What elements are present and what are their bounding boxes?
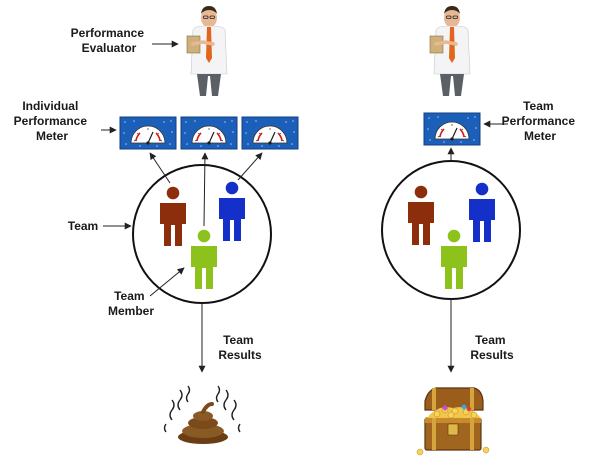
team-results-label-right: Team Results — [470, 333, 514, 362]
team-member-label: Team Member — [108, 289, 154, 318]
team-performance-meter — [423, 112, 481, 146]
left-panel: Performance Evaluator Individual Perform… — [14, 4, 299, 444]
team-label: Team — [68, 219, 98, 233]
individual-performance-meter-label: Individual Performance Meter — [14, 99, 91, 143]
team-results-label: Team Results — [218, 333, 262, 362]
performance-evaluator-figure — [185, 4, 229, 98]
treasure-chest-icon — [416, 387, 490, 456]
individual-meter-3 — [241, 116, 299, 150]
right-panel: Team Performance Meter Team Results — [381, 4, 579, 456]
arrow-brown-to-meter — [149, 152, 171, 184]
individual-meter-1 — [119, 116, 177, 150]
poop-icon — [163, 385, 241, 444]
performance-evaluator-figure-right — [428, 4, 472, 98]
arrow-green-to-meter — [201, 152, 209, 227]
team-performance-meter-label: Team Performance Meter — [502, 99, 579, 143]
team-member-arrow — [149, 267, 185, 297]
arrow-blue-to-meter — [237, 152, 263, 181]
individual-meter-2 — [180, 116, 238, 150]
performance-evaluator-label: Performance Evaluator — [71, 26, 148, 55]
